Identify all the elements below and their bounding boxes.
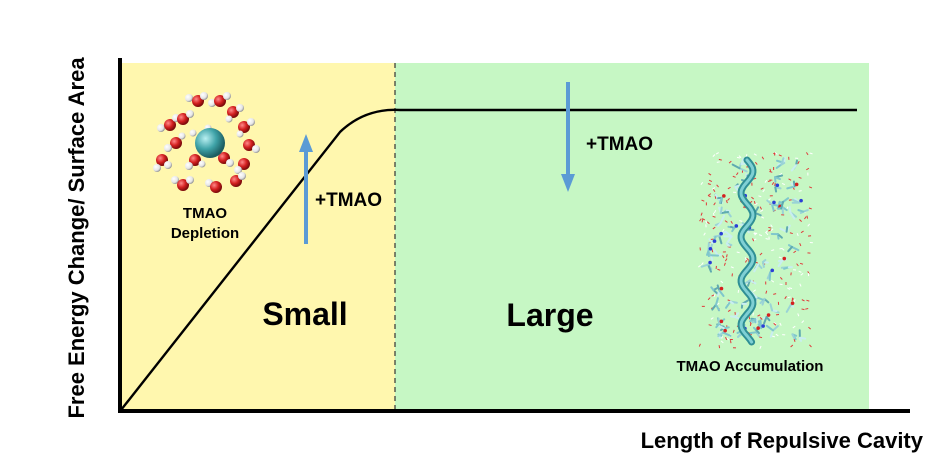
- depletion-label-line2: Depletion: [171, 225, 239, 242]
- tmao-up-label: +TMAO: [315, 190, 382, 211]
- helical-polymer-with-tmao-icon: [697, 152, 813, 349]
- y-axis-title: Free Energy Change/ Surface Area: [64, 57, 89, 419]
- region-label-large: Large: [506, 297, 593, 333]
- accumulation-label: TMAO Accumulation: [677, 358, 824, 375]
- x-axis-title: Length of Repulsive Cavity: [641, 428, 924, 453]
- large-region-background: [395, 63, 869, 412]
- tmao-down-arrow: [561, 82, 575, 192]
- tmao-down-label: +TMAO: [586, 134, 653, 155]
- tmao-up-arrow: [299, 134, 313, 244]
- region-label-small: Small: [262, 296, 347, 332]
- free-energy-curve: [120, 108, 857, 411]
- water-cluster-around-solute-icon: [153, 92, 260, 193]
- depletion-label-line1: TMAO: [183, 205, 227, 222]
